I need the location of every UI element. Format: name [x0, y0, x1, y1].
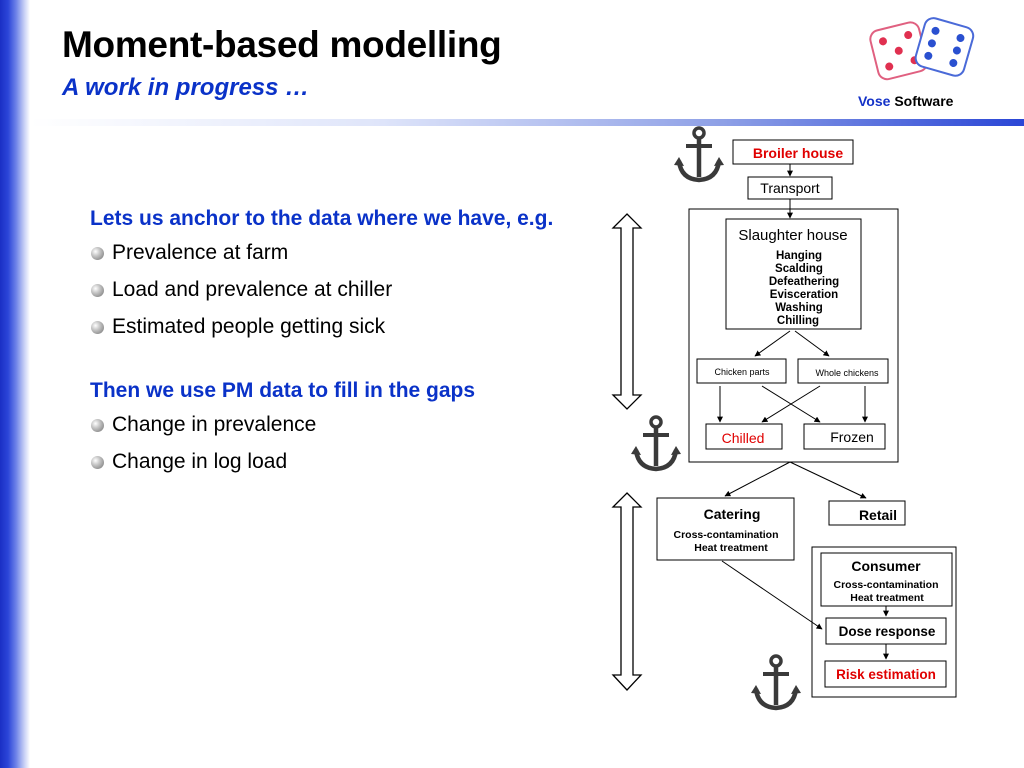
bullet-icon	[91, 284, 104, 297]
slaughter-step: Evisceration	[770, 289, 838, 301]
dose-response-label: Dose response	[839, 624, 936, 639]
slaughter-house-box	[725, 218, 862, 330]
slaughter-step: Washing	[775, 302, 823, 314]
chicken-parts-label: Chicken parts	[714, 367, 770, 377]
whole-chickens-label: Whole chickens	[815, 368, 879, 378]
consumer-line: Heat treatment	[850, 592, 924, 604]
range-arrow-lower	[611, 492, 643, 691]
retail-box	[828, 500, 906, 526]
transport-label: Transport	[760, 180, 820, 196]
lead-text-2: Then we use PM data to fill in the gaps	[90, 379, 476, 402]
brand-name: Vose Software	[858, 93, 954, 109]
frozen-box	[803, 423, 886, 450]
slaughter-step: Hanging	[776, 250, 822, 262]
dice-logo-icon	[869, 17, 975, 81]
header-divider	[30, 119, 1024, 126]
bullet-item: Change in log load	[90, 443, 560, 480]
risk-estimation-box	[824, 660, 947, 688]
catering-box	[656, 497, 795, 561]
retail-label: Retail	[859, 507, 897, 523]
slide-body: Lets us anchor to the data where we have…	[90, 203, 560, 480]
bullet-item: Estimated people getting sick	[90, 308, 560, 345]
processing-container	[688, 208, 899, 463]
anchor-icon	[631, 417, 681, 469]
slide-title: Moment-based modelling	[62, 24, 502, 65]
whole-chickens-box	[797, 358, 889, 384]
broiler-house-label: Broiler house	[753, 145, 843, 161]
slaughter-step: Defeathering	[769, 276, 839, 288]
slaughter-house-title: Slaughter house	[738, 227, 847, 244]
consumer-box	[820, 552, 953, 607]
slaughter-step: Scalding	[775, 263, 823, 275]
bullet-item: Change in prevalence	[90, 406, 560, 443]
dose-response-box	[825, 617, 947, 645]
catering-title: Catering	[704, 506, 761, 522]
broiler-house-box	[732, 139, 854, 165]
slide-subtitle: A work in progress …	[62, 74, 310, 101]
bullet-icon	[91, 247, 104, 260]
catering-line: Cross-contamination	[673, 529, 778, 541]
lead-text-1: Lets us anchor to the data where we have…	[90, 207, 554, 230]
bullet-item: Prevalence at farm	[90, 234, 560, 271]
bullet-icon	[91, 419, 104, 432]
bullet-icon	[91, 321, 104, 334]
anchor-icon	[751, 656, 801, 708]
left-accent-bar	[0, 0, 30, 768]
anchor-icon	[674, 128, 724, 180]
risk-estimation-label: Risk estimation	[836, 667, 936, 682]
range-arrow-upper	[611, 213, 643, 410]
bullet-item: Load and prevalence at chiller	[90, 271, 560, 308]
consumer-title: Consumer	[851, 558, 921, 574]
bullet-icon	[91, 456, 104, 469]
chicken-parts-box	[696, 358, 787, 384]
chilled-box	[705, 423, 783, 450]
consumer-line: Cross-contamination	[833, 579, 938, 591]
slaughter-step: Chilling	[777, 315, 819, 327]
catering-line: Heat treatment	[694, 542, 768, 554]
chilled-label: Chilled	[722, 430, 765, 446]
frozen-label: Frozen	[830, 429, 874, 445]
